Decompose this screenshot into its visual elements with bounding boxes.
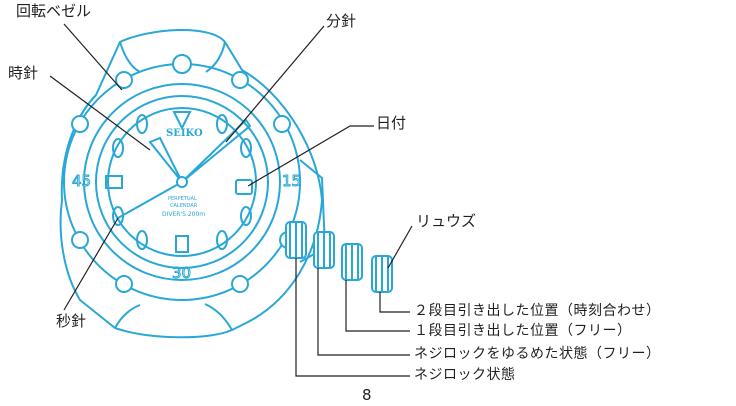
callout-hour-hand: 時針	[8, 64, 39, 82]
date-window	[235, 179, 253, 195]
bezel-number-45: 45	[72, 172, 91, 190]
crown-position-first: １段目引き出した位置（フリー）	[414, 323, 632, 339]
dial-outer	[95, 95, 269, 269]
callout-bezel: 回転ベゼル	[16, 2, 92, 20]
dial-text-line3: DIVER'S 200m	[162, 211, 205, 218]
hour-markers	[105, 111, 252, 253]
second-hand	[117, 181, 183, 219]
leader-crown-second	[379, 292, 410, 313]
center-pin	[176, 176, 188, 188]
dial-brand: SEIKO	[166, 128, 203, 139]
callout-minute-hand: 分針	[326, 12, 357, 30]
leader-crown-loosened	[317, 268, 410, 356]
callout-crown: リュウズ	[416, 212, 477, 230]
minute-hand	[181, 118, 252, 183]
crown-lock-state	[285, 221, 307, 259]
crown-loosened-state	[313, 231, 335, 269]
leader-bezel	[63, 23, 123, 91]
dial-text-line1: PERPETUAL	[168, 196, 197, 202]
leader-hour-hand	[49, 75, 151, 151]
leader-minute-hand	[225, 25, 325, 143]
dial-text-line2: CALENDAR	[170, 203, 198, 209]
leader-crown-lock	[295, 258, 410, 377]
crown-second-position	[371, 255, 393, 293]
bezel-inner	[83, 83, 281, 281]
watch-lug-bottom	[114, 303, 233, 331]
callout-date: 日付	[376, 114, 407, 132]
crown-first-position	[341, 243, 363, 281]
leader-second-hand	[63, 217, 119, 311]
crown-position-loosened: ネジロックをゆるめた状態（フリー）	[414, 346, 661, 362]
page-number: 8	[362, 386, 372, 404]
leader-date	[247, 125, 374, 187]
crown-position-second: ２段目引き出した位置（時刻合わせ）	[414, 303, 661, 319]
bezel-number-15: 15	[282, 172, 301, 190]
bezel-grips	[71, 54, 297, 293]
crown-position-locked: ネジロック状態	[414, 367, 516, 383]
dial-inner	[107, 107, 257, 257]
leader-crown	[387, 225, 413, 269]
hour-hand	[148, 136, 183, 183]
leader-crown-first	[345, 280, 410, 332]
watch-lug-top	[119, 41, 226, 73]
crown-guard	[299, 159, 327, 263]
callout-second-hand: 秒針	[56, 312, 87, 330]
watch-case	[59, 28, 324, 339]
